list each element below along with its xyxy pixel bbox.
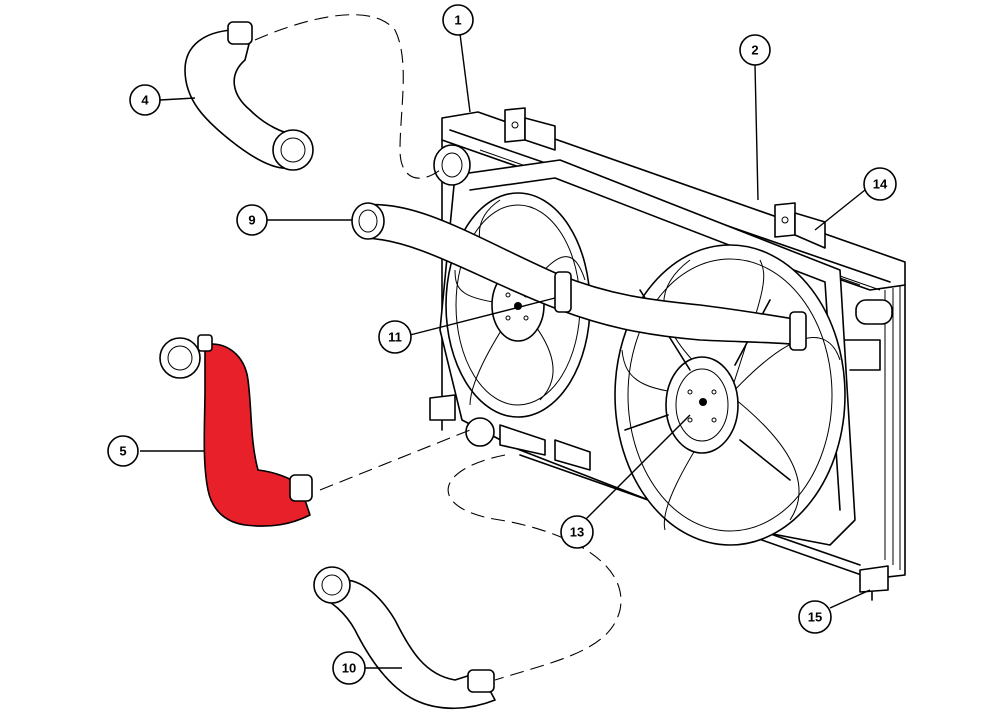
right-cooling-fan bbox=[614, 244, 846, 546]
svg-text:15: 15 bbox=[808, 610, 822, 625]
svg-text:11: 11 bbox=[388, 330, 402, 345]
svg-text:9: 9 bbox=[248, 213, 255, 228]
svg-text:13: 13 bbox=[570, 525, 584, 540]
upper-radiator-hose-4 bbox=[184, 21, 314, 171]
svg-text:14: 14 bbox=[873, 177, 888, 192]
upper-mount-bracket-right bbox=[774, 202, 826, 249]
upper-mount-bracket-left bbox=[504, 107, 556, 151]
lower-radiator-hose-5 bbox=[159, 334, 313, 527]
upper-hose-11 bbox=[351, 202, 807, 351]
svg-text:5: 5 bbox=[119, 444, 126, 459]
leader-lines bbox=[140, 33, 871, 669]
callout-10: 10 bbox=[332, 651, 366, 685]
callout-11: 11 bbox=[378, 320, 412, 354]
callout-13: 13 bbox=[560, 515, 594, 549]
callout-2: 2 bbox=[739, 34, 771, 66]
callout-1: 1 bbox=[442, 4, 474, 36]
lower-hose-10 bbox=[313, 566, 496, 710]
callout-15: 15 bbox=[798, 600, 832, 634]
svg-text:10: 10 bbox=[342, 661, 356, 676]
svg-text:1: 1 bbox=[454, 13, 461, 28]
callout-9: 9 bbox=[236, 204, 268, 236]
svg-text:2: 2 bbox=[751, 43, 758, 58]
svg-text:4: 4 bbox=[141, 93, 149, 108]
callout-14: 14 bbox=[863, 167, 897, 201]
callout-4: 4 bbox=[129, 84, 161, 116]
callout-5: 5 bbox=[107, 435, 139, 467]
